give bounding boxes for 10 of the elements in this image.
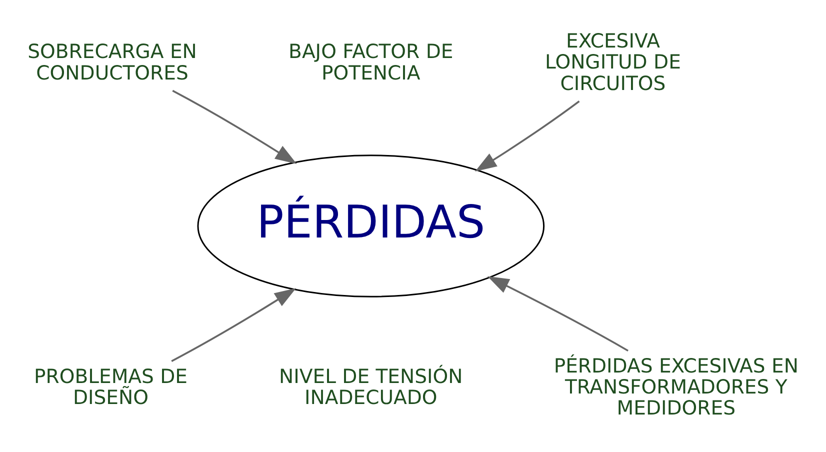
node-text: NIVEL DE TENSIÓN INADECUADO [279, 364, 463, 410]
arrow [171, 288, 296, 362]
node-text: BAJO FACTOR DE POTENCIA [288, 40, 454, 84]
node-text: PROBLEMAS DE DISEÑO [34, 364, 188, 410]
arrow [475, 100, 580, 172]
arrow [487, 276, 628, 352]
node-text: PÉRDIDAS EXCESIVAS EN TRANSFORMADORES Y MEDIDORES [554, 354, 798, 420]
node-text: SOBRECARGA EN CONDUCTORES [28, 40, 197, 84]
node-text: EXCESIVA LONGITUD DE CIRCUITOS [545, 30, 681, 95]
arrow [172, 90, 297, 164]
